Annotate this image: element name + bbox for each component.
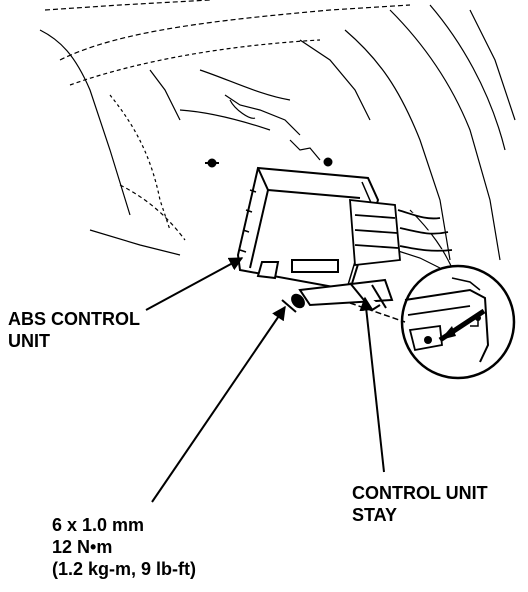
control-unit-stay-label-line1: CONTROL UNIT [352,483,488,503]
control-unit-stay-label: CONTROL UNIT STAY [352,482,488,526]
control-unit-stay-callout-arrow [359,296,385,473]
wire-harness-connector [349,198,453,266]
abs-control-unit-label: ABS CONTROL UNIT [8,308,140,352]
detail-leader-line [349,302,406,323]
abs-control-unit-label-line2: UNIT [8,331,50,351]
mounting-bolts [205,157,333,168]
fastener-spec-label: 6 x 1.0 mm 12 N•m (1.2 kg-m, 9 lb-ft) [52,514,196,580]
abs-control-unit-callout-arrow [145,257,244,311]
fastener-torque-alt: (1.2 kg-m, 9 lb-ft) [52,559,197,579]
fastener-torque-nm: 12 N•m [52,537,113,557]
fastener-size: 6 x 1.0 mm [52,515,145,535]
abs-control-unit-label-line1: ABS CONTROL [8,309,140,329]
control-unit-stay-label-line2: STAY [352,505,398,525]
detail-view-circle [400,264,516,380]
fastener-callout-arrow [151,305,286,503]
control-unit-stay-bracket [298,278,394,312]
bolt-6x1-icon [281,293,305,313]
detail-bolt-arrow-head [440,326,456,340]
